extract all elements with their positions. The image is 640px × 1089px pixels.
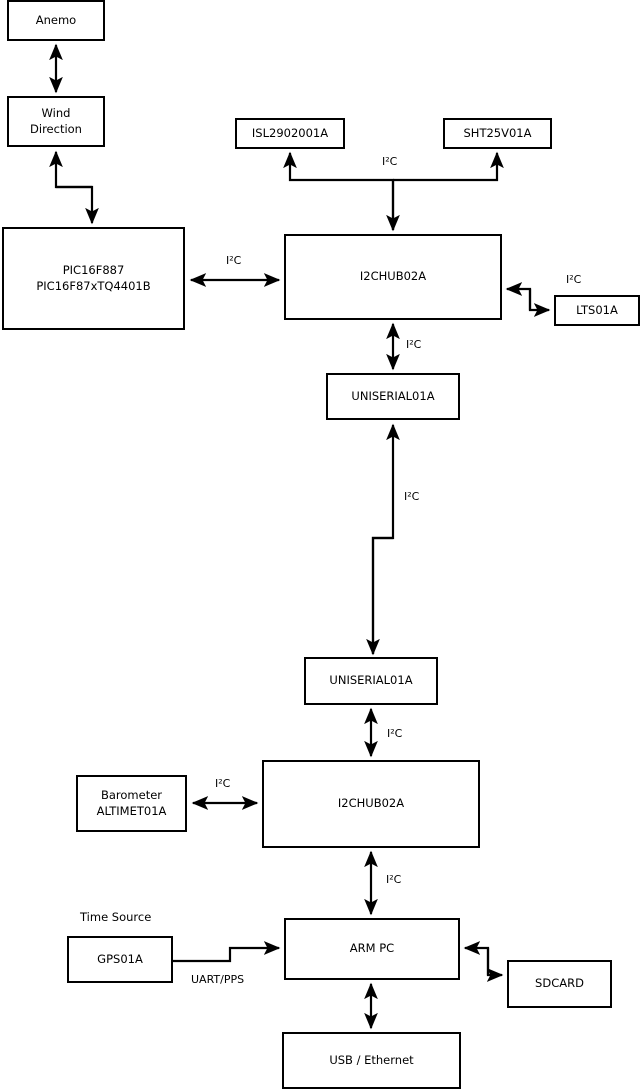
node-lts01a[interactable]: LTS01A	[554, 295, 640, 326]
node-i2chub02a-bottom[interactable]: I2CHUB02A	[262, 760, 480, 848]
node-label: USB / Ethernet	[329, 1052, 414, 1067]
label-time-source: Time Source	[80, 910, 152, 924]
node-label: GPS01A	[97, 951, 143, 966]
wire-armpc-sdcard-out	[486, 948, 504, 982]
node-label: ARM PC	[349, 941, 395, 956]
wire-hubtop-sensorbus	[283, 151, 395, 230]
node-sdcard[interactable]: SDCARD	[507, 960, 612, 1008]
label-i2c-hub-lts: I²C	[566, 273, 582, 286]
node-label: I2CHUB02A	[359, 269, 427, 284]
node-label: Wind Direction	[30, 105, 82, 136]
node-anemo[interactable]: Anemo	[7, 0, 105, 41]
wire-wind-pic-down	[56, 185, 99, 225]
label-i2c-uniserial-hub: I²C	[387, 727, 403, 740]
wire-uniserial-link-down	[366, 536, 393, 656]
node-label: Anemo	[35, 12, 77, 27]
node-label: ISL2902001A	[251, 125, 329, 140]
node-label: Barometer ALTIMET01A	[96, 787, 167, 818]
label-uart-pps-gps-armpc: UART/PPS	[191, 973, 245, 986]
label-i2c-hub-uniserial: I²C	[406, 338, 422, 351]
node-sht25v01a[interactable]: SHT25V01A	[443, 118, 552, 149]
wire-hubtop-lts-out	[528, 289, 551, 317]
node-wind-direction[interactable]: Wind Direction	[7, 96, 105, 147]
label-i2c-barometer-hub: I²C	[215, 777, 231, 790]
wire-armpc-sdcard-in	[463, 941, 490, 975]
label-i2c-uniserial-link: I²C	[404, 490, 420, 503]
node-uniserial01a-lower[interactable]: UNISERIAL01A	[304, 657, 438, 705]
wire-uniserial-link-up	[371, 423, 400, 654]
node-label: SHT25V01A	[463, 125, 532, 140]
label-i2c-hub-armpc: I²C	[386, 873, 402, 886]
node-label: UNISERIAL01A	[351, 388, 435, 403]
wire-gps-armpc	[173, 941, 281, 963]
node-usb-ethernet[interactable]: USB / Ethernet	[282, 1032, 461, 1089]
node-barometer-altimet01a[interactable]: Barometer ALTIMET01A	[76, 775, 187, 832]
node-pic-microcontroller[interactable]: PIC16F887 PIC16F87xTQ4401B	[2, 227, 185, 330]
wire-wind-pic-up	[49, 150, 92, 189]
node-i2chub02a-top[interactable]: I2CHUB02A	[284, 234, 502, 320]
node-label: LTS01A	[576, 302, 618, 317]
node-isl2902001a[interactable]: ISL2902001A	[235, 118, 345, 149]
label-i2c-sensors-hub: I²C	[382, 155, 398, 168]
node-label: UNISERIAL01A	[329, 673, 413, 688]
node-arm-pc[interactable]: ARM PC	[284, 918, 460, 980]
label-i2c-pic-hub: I²C	[226, 254, 242, 267]
node-label: PIC16F887 PIC16F87xTQ4401B	[36, 262, 151, 293]
node-label: I2CHUB02A	[337, 796, 405, 811]
wire-sensorbus-sht	[393, 151, 504, 182]
node-uniserial01a-upper[interactable]: UNISERIAL01A	[326, 373, 460, 420]
wire-hubtop-lts-in	[505, 282, 532, 310]
node-label: SDCARD	[535, 976, 584, 991]
node-gps01a[interactable]: GPS01A	[67, 936, 173, 983]
